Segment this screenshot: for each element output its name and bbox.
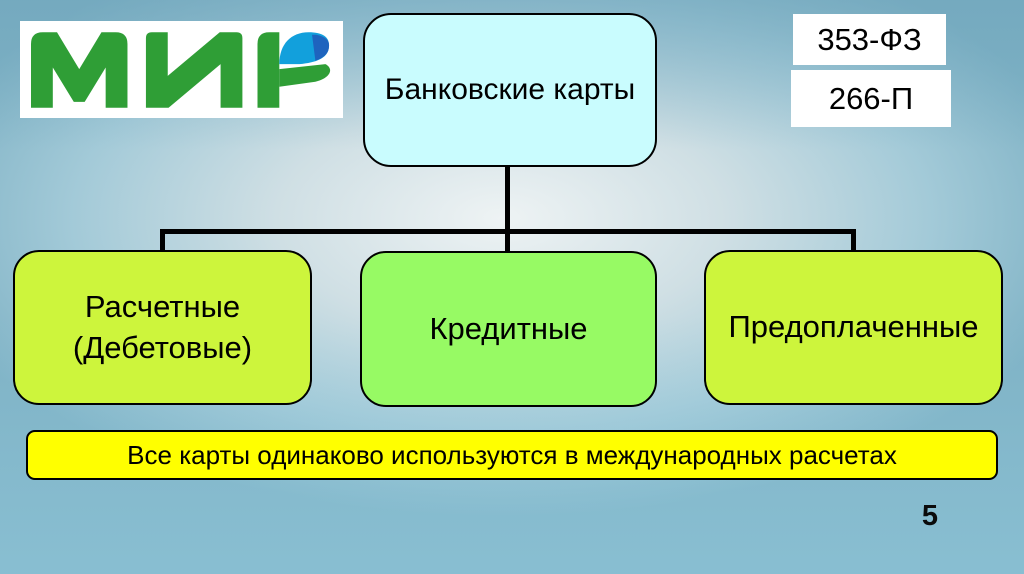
law-badge-266-p: 266-П <box>791 70 951 127</box>
law-badge-353-fz-label: 353-ФЗ <box>817 21 922 57</box>
connector-left-stub <box>160 229 165 253</box>
info-banner-text: Все карты одинаково используются в между… <box>127 439 897 470</box>
node-debit-cards-label: Расчетные (Дебетовые) <box>72 289 253 365</box>
node-credit-cards: Кредитные <box>360 251 657 407</box>
law-badge-353-fz: 353-ФЗ <box>793 14 946 65</box>
connector-center-stub <box>505 229 510 254</box>
connector-right-stub <box>851 229 856 253</box>
mir-logo-icon <box>30 31 330 108</box>
mir-logo-box <box>20 21 343 118</box>
node-prepaid-cards-label: Предоплаченные <box>728 309 979 345</box>
law-badge-266-p-label: 266-П <box>828 80 914 116</box>
page-number: 5 <box>921 500 939 532</box>
info-banner: Все карты одинаково используются в между… <box>26 430 998 480</box>
node-debit-cards: Расчетные (Дебетовые) <box>13 250 312 405</box>
node-bank-cards: Банковские карты <box>363 13 657 167</box>
node-bank-cards-label: Банковские карты <box>384 73 636 106</box>
connector-root-vertical <box>505 167 510 231</box>
node-prepaid-cards: Предоплаченные <box>704 250 1003 405</box>
node-credit-cards-label: Кредитные <box>429 310 588 346</box>
